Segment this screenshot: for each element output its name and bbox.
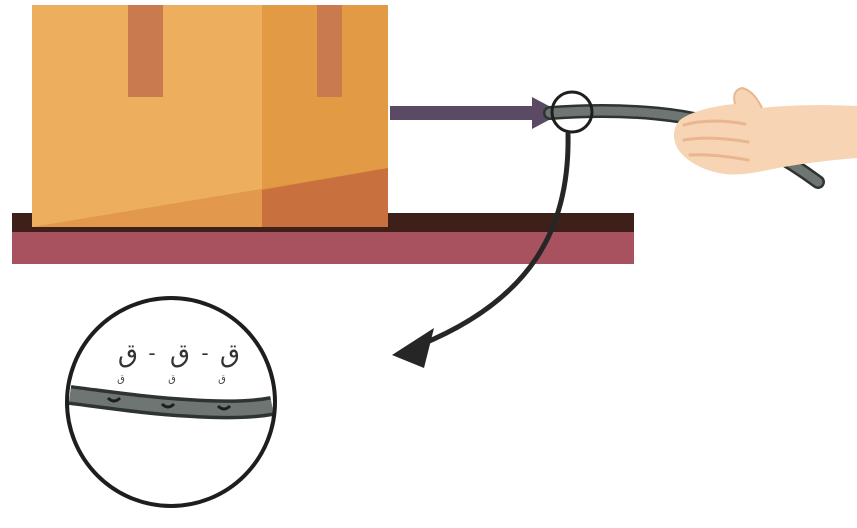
- tension-label-1: ق: [118, 339, 138, 369]
- tension-label-1-sub: ق: [117, 374, 125, 385]
- box-tape-right: [317, 5, 342, 97]
- tension-label-3: ق: [220, 339, 240, 369]
- tension-label-3-sub: ق: [218, 374, 226, 385]
- force-arrow: [390, 97, 562, 129]
- tension-separator-2: -: [201, 341, 208, 365]
- zoomed-view: ق ق - ق ق - ق ق: [67, 298, 275, 506]
- hand-palm: [674, 88, 857, 175]
- tension-separator-1: -: [148, 341, 155, 365]
- hand: [674, 88, 857, 175]
- curved-arrow-head: [392, 328, 434, 368]
- force-arrow-shaft: [390, 106, 540, 120]
- tension-label-2: ق: [170, 339, 190, 369]
- box-tape-left: [128, 5, 163, 97]
- tension-label-2-sub: ق: [168, 374, 176, 385]
- cardboard-box: [32, 5, 388, 227]
